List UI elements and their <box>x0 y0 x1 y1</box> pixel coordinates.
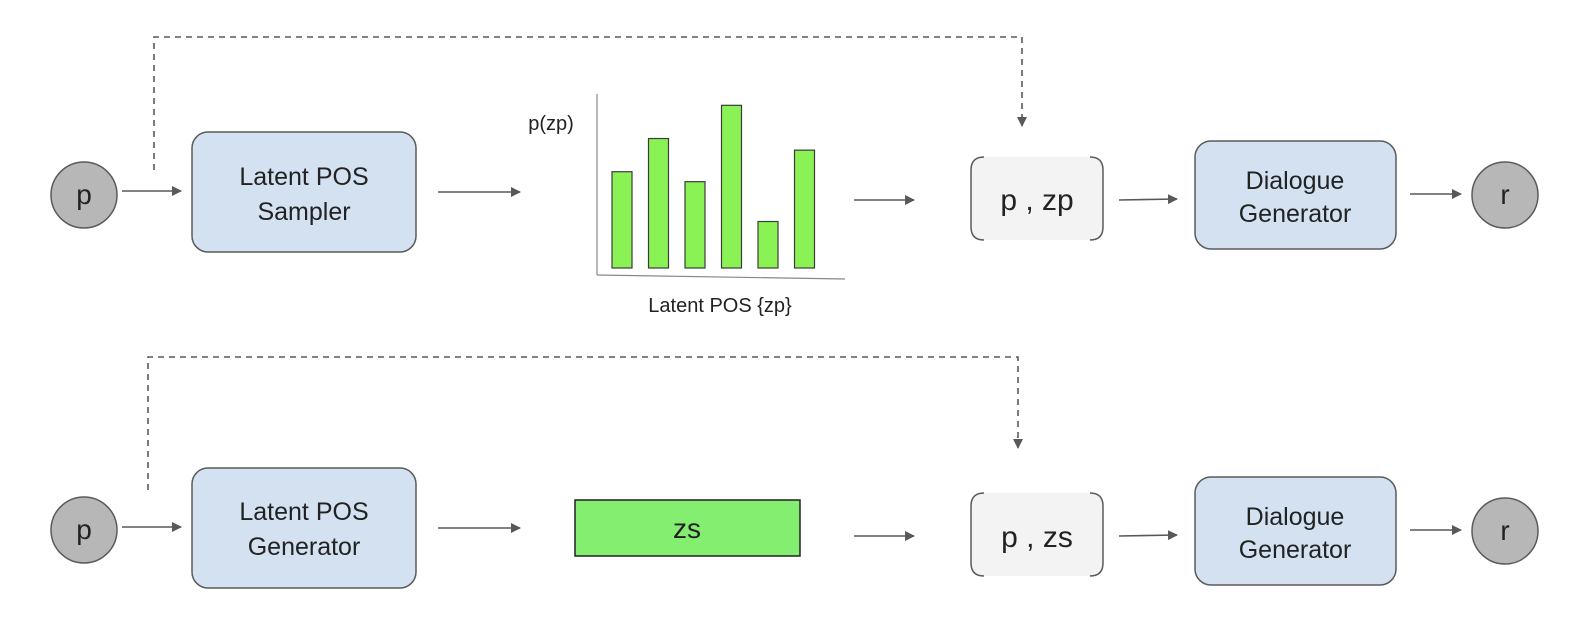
top-input-node: p <box>50 161 118 229</box>
top-output-node: r <box>1471 161 1539 229</box>
bottom-dialogue-generator-box: Dialogue Generator <box>1194 476 1397 586</box>
bottom-skip-connection <box>147 356 1023 490</box>
top-generator-label-line2: Generator <box>1239 200 1352 228</box>
histogram-y-label: p(zp) <box>528 113 574 135</box>
histogram-bar-3 <box>684 181 706 269</box>
top-row: p Latent POS Sampler p(zp) Latent POS {z… <box>50 36 1539 317</box>
histogram-x-label: Latent POS {zp} <box>648 295 792 317</box>
top-generator-label-line1: Dialogue <box>1246 167 1345 195</box>
latent-pos-generator-box: Latent POS Generator <box>191 467 417 589</box>
top-dialogue-generator-box: Dialogue Generator <box>1194 140 1397 250</box>
bottom-input-node: p <box>50 496 118 564</box>
top-output-label: r <box>1500 179 1509 210</box>
top-pair-box: p , zp <box>970 156 1104 241</box>
bottom-arrow-4 <box>1118 530 1178 541</box>
histogram-bar-2 <box>647 137 670 269</box>
latent-generator-label-line2: Generator <box>248 533 361 561</box>
top-skip-connection <box>153 36 1027 170</box>
bottom-pair-box: p , zs <box>970 492 1104 577</box>
sampler-label-line2: Sampler <box>257 198 350 226</box>
latent-pos-sampler-box: Latent POS Sampler <box>191 131 417 253</box>
latent-pos-histogram: p(zp) Latent POS {zp} <box>528 94 846 317</box>
histogram-bar-1 <box>611 171 633 269</box>
bottom-output-node: r <box>1471 497 1539 565</box>
top-arrow-4 <box>1118 194 1178 205</box>
histogram-bar-5 <box>757 220 779 269</box>
bottom-generator-label-line2: Generator <box>1239 536 1352 564</box>
bottom-pair-label: p , zs <box>1001 521 1073 554</box>
sampler-label-line1: Latent POS <box>239 163 368 191</box>
bottom-input-label: p <box>76 514 92 545</box>
histogram-bar-6 <box>793 149 816 269</box>
zs-label: zs <box>673 513 701 544</box>
latent-generator-label-line1: Latent POS <box>239 498 368 526</box>
top-pair-label: p , zp <box>1000 184 1073 217</box>
histogram-bars <box>611 104 816 269</box>
zs-vector-box: zs <box>574 499 801 557</box>
bottom-row: p Latent POS Generator zs p , zs Dialogu… <box>50 356 1539 589</box>
bottom-output-label: r <box>1500 515 1509 546</box>
bottom-generator-label-line1: Dialogue <box>1246 503 1345 531</box>
histogram-bar-4 <box>720 104 743 269</box>
histogram-x-axis <box>596 274 846 280</box>
top-input-label: p <box>76 179 92 210</box>
